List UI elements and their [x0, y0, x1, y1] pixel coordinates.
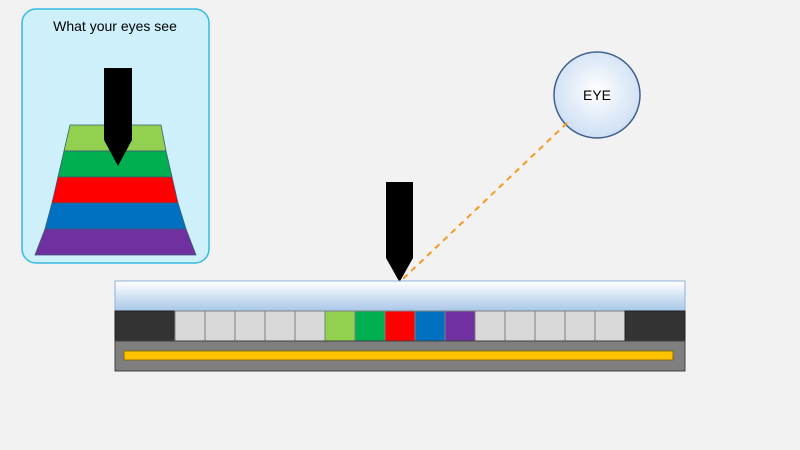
inset-panel: What your eyes see — [21, 8, 210, 264]
segment-blank-2 — [204, 310, 236, 342]
segment-blank-13 — [534, 310, 566, 342]
segment-end-16 — [624, 310, 686, 342]
segment-blank-14 — [564, 310, 596, 342]
pyramid-layer-blue — [44, 202, 187, 230]
segment-blue-9 — [414, 310, 446, 342]
pyramid-layer-red — [51, 176, 179, 204]
inset-pointer-arrow — [104, 68, 132, 166]
segment-blank-15 — [594, 310, 626, 342]
layer-pyramid — [34, 124, 197, 256]
eye-label: EYE — [583, 87, 611, 103]
segment-green-7 — [354, 310, 386, 342]
segment-purple-10 — [444, 310, 476, 342]
sight-line — [366, 122, 568, 314]
segment-blank-11 — [474, 310, 506, 342]
segment-red-8 — [384, 310, 416, 342]
device-cover — [114, 280, 686, 312]
segment-blank-12 — [504, 310, 536, 342]
device-strip — [123, 350, 674, 361]
eye-circle — [553, 51, 641, 139]
segment-end-0 — [114, 310, 176, 342]
segment-blank-1 — [174, 310, 206, 342]
inset-title: What your eyes see — [53, 18, 177, 34]
segment-blank-3 — [234, 310, 266, 342]
segment-blank-5 — [294, 310, 326, 342]
eye-group: EYE — [553, 51, 641, 139]
device — [114, 280, 686, 372]
segment-blank-4 — [264, 310, 296, 342]
pyramid-layer-purple — [34, 228, 197, 256]
main-pointer-arrow — [386, 182, 413, 282]
segment-row — [114, 310, 686, 342]
segment-light-green-6 — [324, 310, 356, 342]
